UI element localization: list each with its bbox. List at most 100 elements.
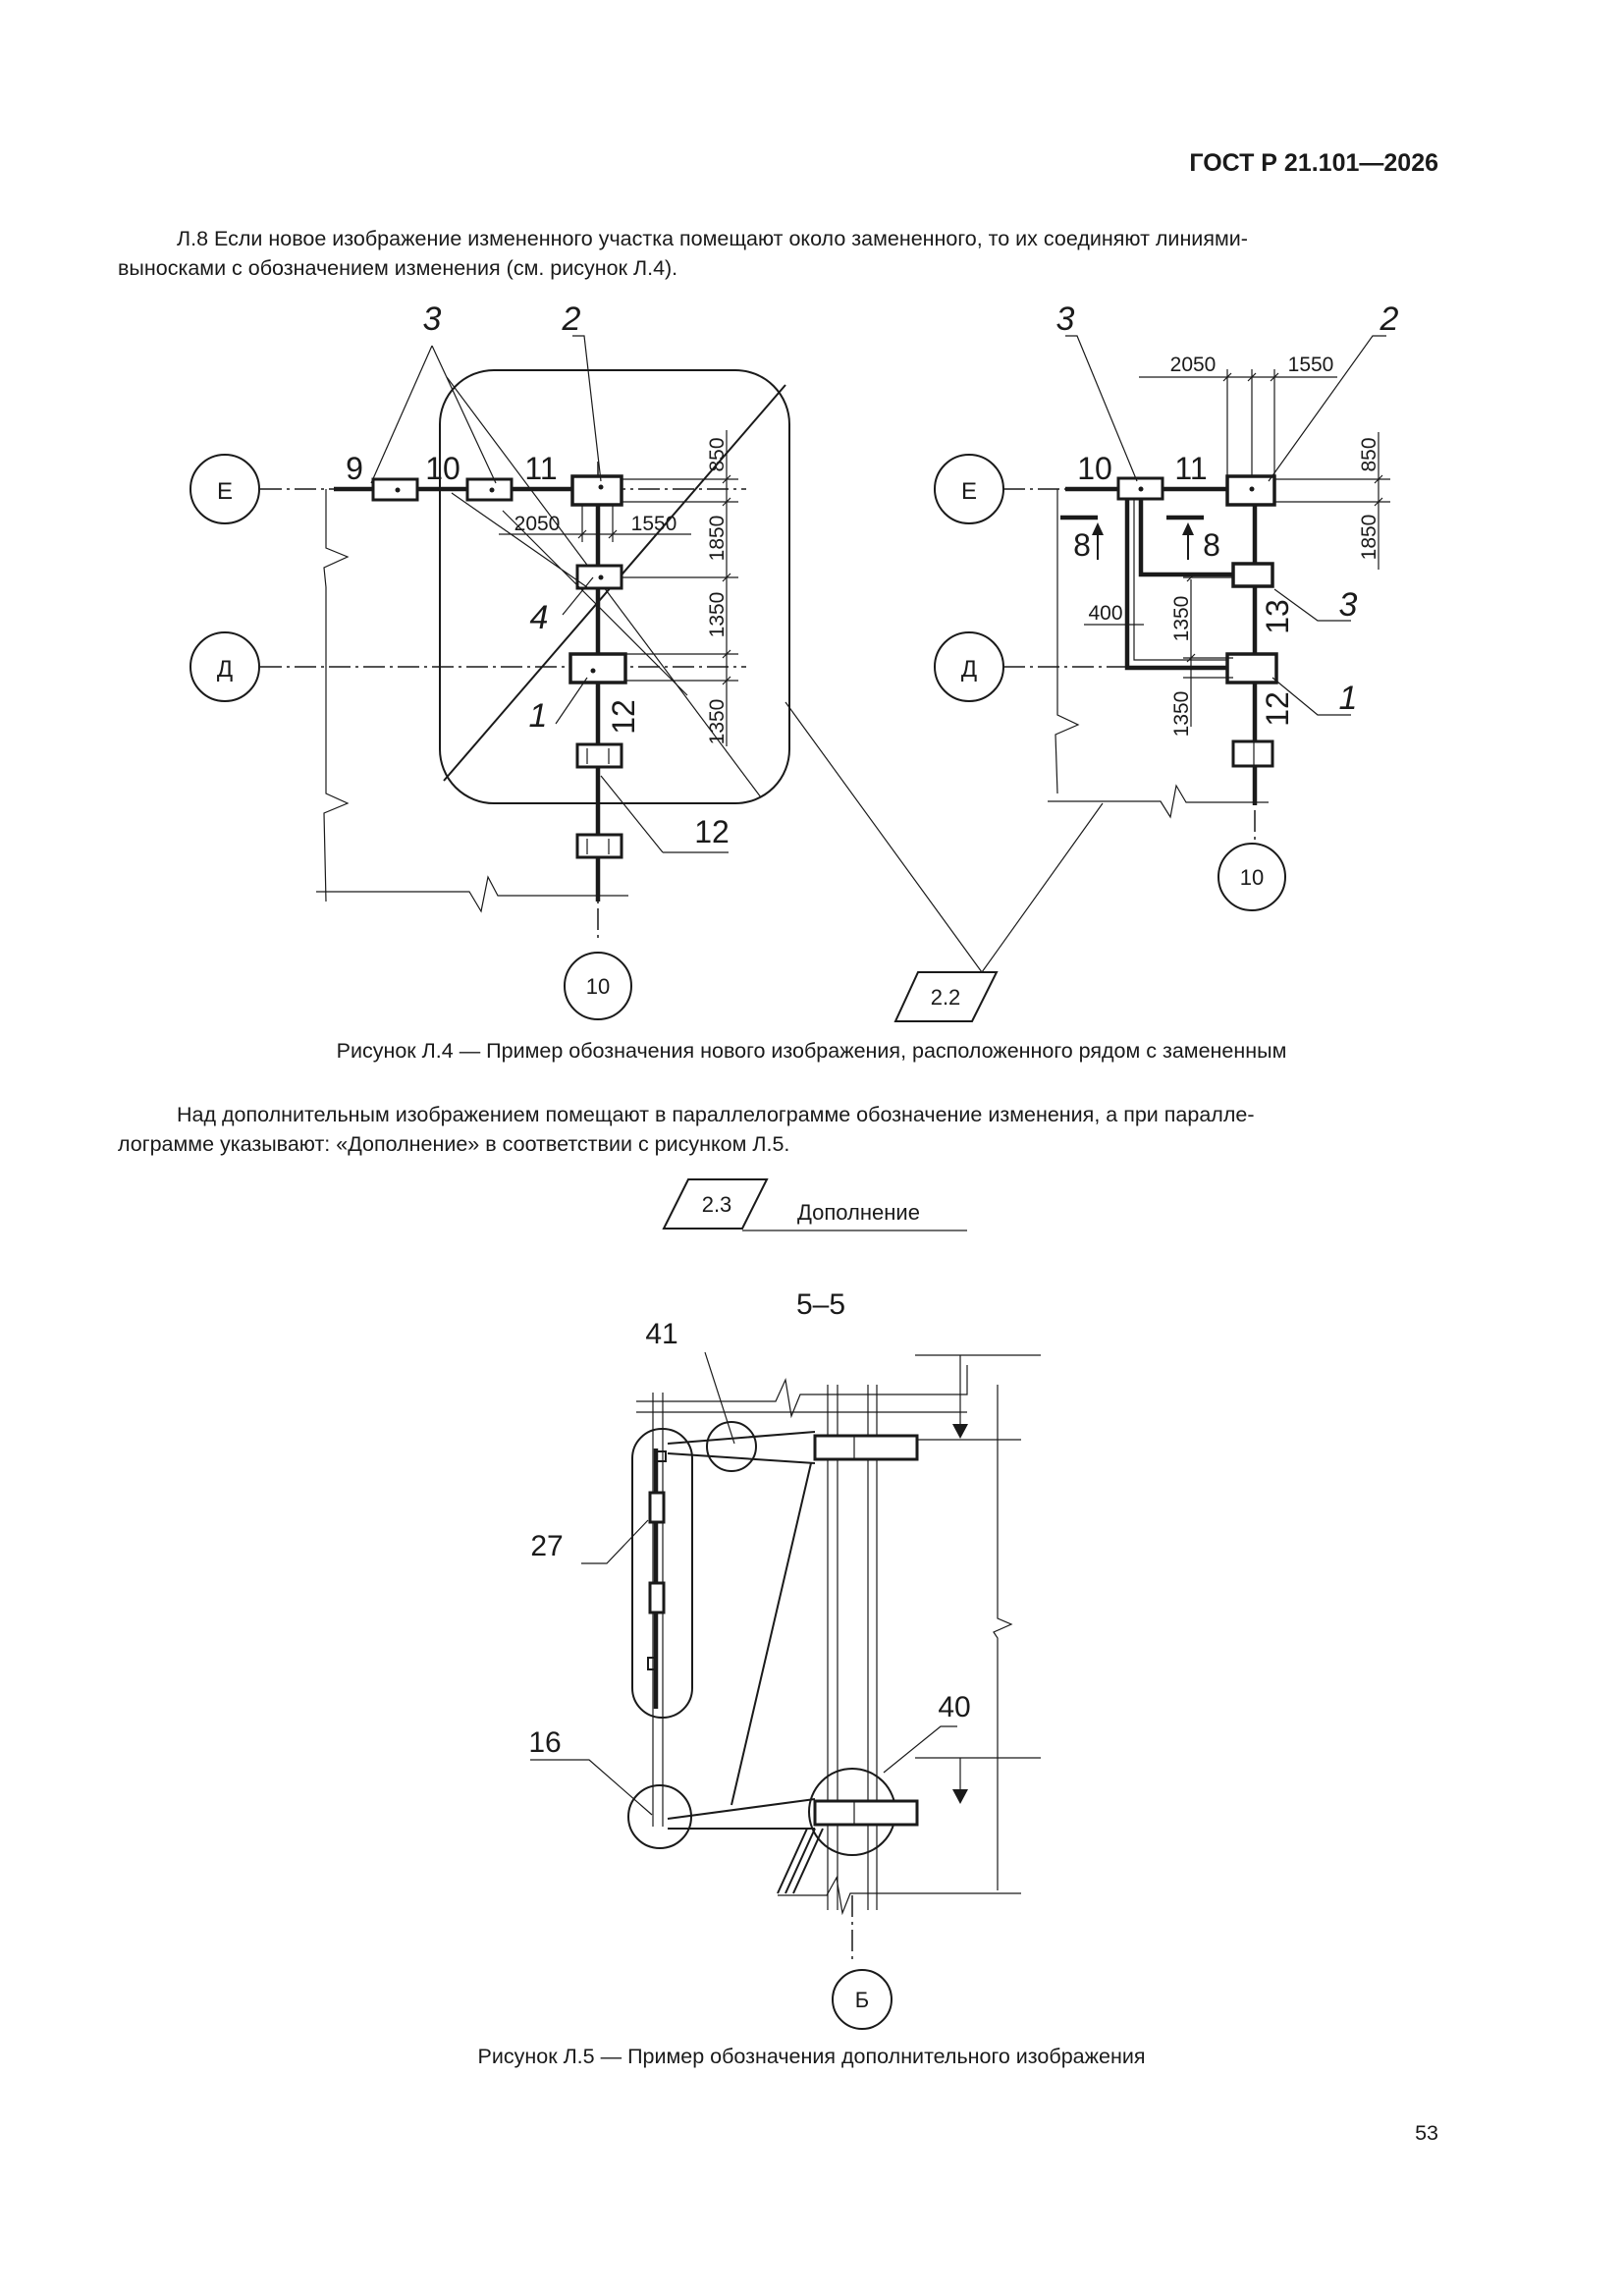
fitting-12: [1225, 652, 1278, 684]
axis-marker-10: [1217, 843, 1286, 911]
axis-label-e: Е: [217, 478, 233, 505]
paragraph-line: лограмме указывают: «Дополнение» в соотв…: [118, 1132, 790, 1156]
fitting-low: [1231, 739, 1274, 768]
replaced-area-frame: [439, 369, 790, 804]
dim-value: 1550: [631, 513, 677, 535]
dim-tick: [1247, 372, 1257, 382]
dim-value: 1550: [1288, 354, 1334, 376]
dim-tick: [722, 676, 731, 685]
fitting-dot: [1249, 486, 1255, 492]
pipe-inner: [1133, 491, 1255, 661]
addition-marker: 2.3 Дополнение: [662, 1178, 967, 1231]
addition-label: Дополнение: [797, 1200, 920, 1225]
leader-16: [530, 1759, 653, 1816]
bracket-plate-top: [813, 1434, 919, 1461]
callout-2: 2: [1380, 301, 1399, 338]
bracket-plate-bottom: [813, 1799, 919, 1827]
item-number: 12: [694, 814, 730, 849]
callout-2: 2: [562, 301, 581, 338]
change-parallelogram: [893, 971, 999, 1022]
dim-tick: [1374, 497, 1383, 507]
section-title: 5–5: [796, 1288, 845, 1321]
fitting-13: [1231, 562, 1274, 588]
lamp-clip: [647, 1657, 656, 1670]
item-number: 10: [425, 451, 460, 486]
page-number: 53: [1415, 2121, 1438, 2145]
axis-marker-e: [189, 454, 260, 524]
fitting-dot: [598, 574, 604, 580]
section-l8-paragraph: Л.8 Если новое изображение измененного у…: [118, 224, 1439, 283]
callout-16: 16: [528, 1726, 561, 1759]
dim-value: 1350: [1170, 596, 1193, 642]
fitting-10: [465, 477, 514, 502]
top-line: [636, 1365, 968, 1419]
dim-value: 1850: [1358, 515, 1380, 561]
fitting-12a: [575, 742, 623, 769]
axis-label-e: Е: [961, 478, 977, 505]
axis-marker-10: [564, 952, 632, 1020]
leader-2: [1268, 335, 1386, 482]
paragraph-line: Над дополнительным изображением помещают…: [177, 1103, 1255, 1126]
dim-value: 400: [1088, 602, 1122, 625]
item-number: 11: [1174, 451, 1207, 486]
fitting-dot: [590, 668, 596, 674]
fitting-dot: [1138, 486, 1144, 492]
marker-leader: [784, 701, 983, 973]
dim-tick: [608, 529, 618, 539]
dim-value: 850: [1358, 437, 1380, 471]
axis-marker-b: [832, 1969, 893, 2030]
fig-l4-right-drawing: 3 2 3 1 10 11 8 8 13 12 2050 1550 850 18…: [934, 301, 1399, 911]
lamp-clip: [656, 1450, 667, 1462]
dim-tick: [722, 497, 731, 507]
leader-27: [581, 1519, 649, 1564]
axis-marker-e: [934, 454, 1004, 524]
pipe-branch: [1124, 489, 1255, 671]
lamp-element: [648, 1491, 666, 1524]
section-label: 8: [1073, 527, 1091, 563]
change-marker-2-2: 2.2: [784, 701, 1104, 1022]
item-number: 10: [1077, 451, 1112, 486]
addition-parallelogram: [662, 1178, 769, 1230]
section-arrow-head: [1182, 522, 1194, 535]
fitting-dot: [598, 484, 604, 490]
fitting-dot: [395, 487, 401, 493]
dim-tick: [577, 529, 587, 539]
right-extent: [993, 1385, 1013, 1890]
fitting-1: [568, 652, 627, 684]
dim-tick: [722, 474, 731, 484]
level-arrow: [952, 1424, 968, 1439]
section-arrow-head: [1092, 522, 1104, 535]
detail-circle-16: [627, 1784, 692, 1849]
callout-3: 3: [423, 301, 442, 338]
addition-paragraph: Над дополнительным изображением помещают…: [118, 1100, 1439, 1159]
dim-tick: [1186, 653, 1196, 663]
dim-value: 1350: [706, 592, 729, 638]
bottom-braces: [777, 1828, 824, 1894]
dim-value: 1850: [706, 516, 729, 562]
addition-number: 2.3: [702, 1192, 732, 1217]
axis-label-d: Д: [217, 656, 233, 683]
bracket-bottom: [667, 1798, 816, 1830]
fitting-12b: [575, 833, 623, 859]
lamp-element: [648, 1581, 666, 1614]
fitting-9: [371, 477, 419, 502]
callout-3: 3: [1056, 301, 1075, 338]
change-number: 2.2: [931, 985, 961, 1010]
dim-value: 2050: [1170, 354, 1217, 376]
callout-40: 40: [938, 1691, 970, 1723]
item-number: 13: [1260, 599, 1295, 634]
leader-1: [1271, 677, 1351, 716]
fitting-dot: [489, 487, 495, 493]
document-header: ГОСТ Р 21.101—2026: [1189, 149, 1438, 177]
axis-label-d: Д: [961, 656, 977, 683]
callout-27: 27: [530, 1530, 563, 1562]
callout-1: 1: [529, 697, 548, 735]
axis-marker-d: [934, 631, 1004, 702]
dim-tick: [722, 649, 731, 659]
lamp-housing: [631, 1428, 693, 1719]
extent-line-vertical: [323, 489, 350, 902]
callout-3b: 3: [1339, 586, 1358, 624]
fig-l5-drawing: 5–5: [528, 1288, 1041, 2030]
